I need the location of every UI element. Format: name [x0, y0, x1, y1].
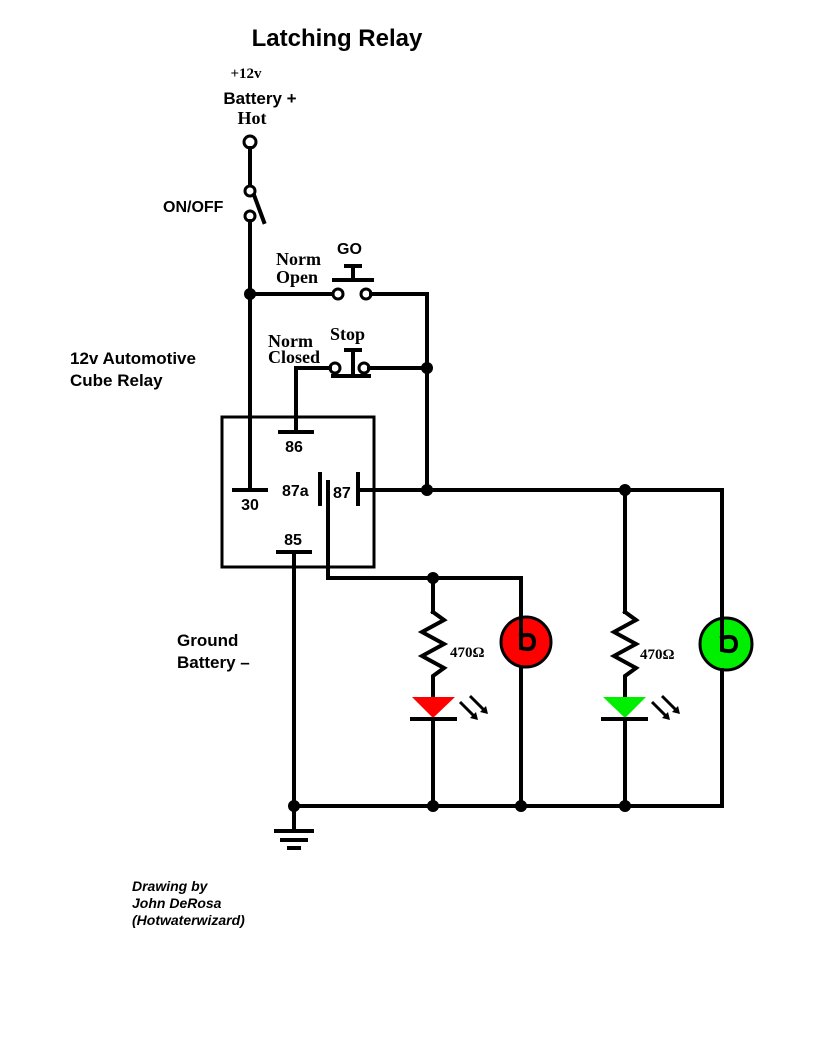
resistor-green-label: 470Ω [640, 647, 675, 663]
ground-label-line2: Battery – [177, 653, 250, 672]
switch-blade[interactable] [251, 192, 267, 225]
lamp-green-filament [719, 618, 739, 654]
stop-type-line2: Closed [268, 347, 320, 367]
wire-stop-to-86 [294, 366, 332, 434]
node-gnd-4 [619, 800, 631, 812]
ground-symbol [274, 829, 314, 850]
node-87-latch [421, 484, 433, 496]
title: Latching Relay [252, 25, 423, 52]
pin-87-label: 87 [333, 485, 351, 502]
resistor-red-label: 470Ω [450, 645, 485, 661]
led-green-emission-arrows [650, 694, 680, 720]
node-stop [421, 362, 433, 374]
node-gnd-1 [288, 800, 300, 812]
pin-87a-label: 87a [282, 483, 309, 500]
switch-label: ON/OFF [163, 199, 224, 216]
resistor-green [609, 609, 641, 698]
node-gnd-3 [515, 800, 527, 812]
supply-battery-label: Battery + [223, 89, 296, 108]
go-label: GO [337, 241, 362, 258]
relay-label-line2: Cube Relay [70, 371, 163, 390]
credit-line3: (Hotwaterwizard) [132, 912, 245, 928]
supply-voltage: +12v [230, 66, 262, 82]
credit-line1: Drawing by [132, 878, 209, 894]
pin-86-label: 86 [285, 439, 303, 456]
lamp-red-filament [518, 614, 537, 652]
credit-line2: John DeRosa [132, 895, 222, 911]
wire-87a-bus [326, 576, 523, 618]
led-red [412, 697, 455, 718]
go-terminal-left [331, 287, 345, 301]
lamp-green [698, 616, 754, 672]
resistor-red [417, 609, 449, 698]
pin-30-label: 30 [241, 497, 259, 514]
relay-label-line1: 12v Automotive [70, 349, 196, 368]
ground-label-line1: Ground [177, 631, 238, 650]
led-red-emission-arrows [458, 694, 488, 720]
stop-label: Stop [330, 324, 365, 344]
go-type-line1: Norm [276, 249, 321, 269]
lamp-red [499, 615, 553, 669]
led-green [603, 697, 646, 718]
stop-type-line1: Norm [268, 331, 313, 351]
pin-85-label: 85 [284, 532, 302, 549]
node-gnd-2 [427, 800, 439, 812]
supply-hot-label: Hot [238, 108, 267, 128]
go-type-line2: Open [276, 267, 318, 287]
